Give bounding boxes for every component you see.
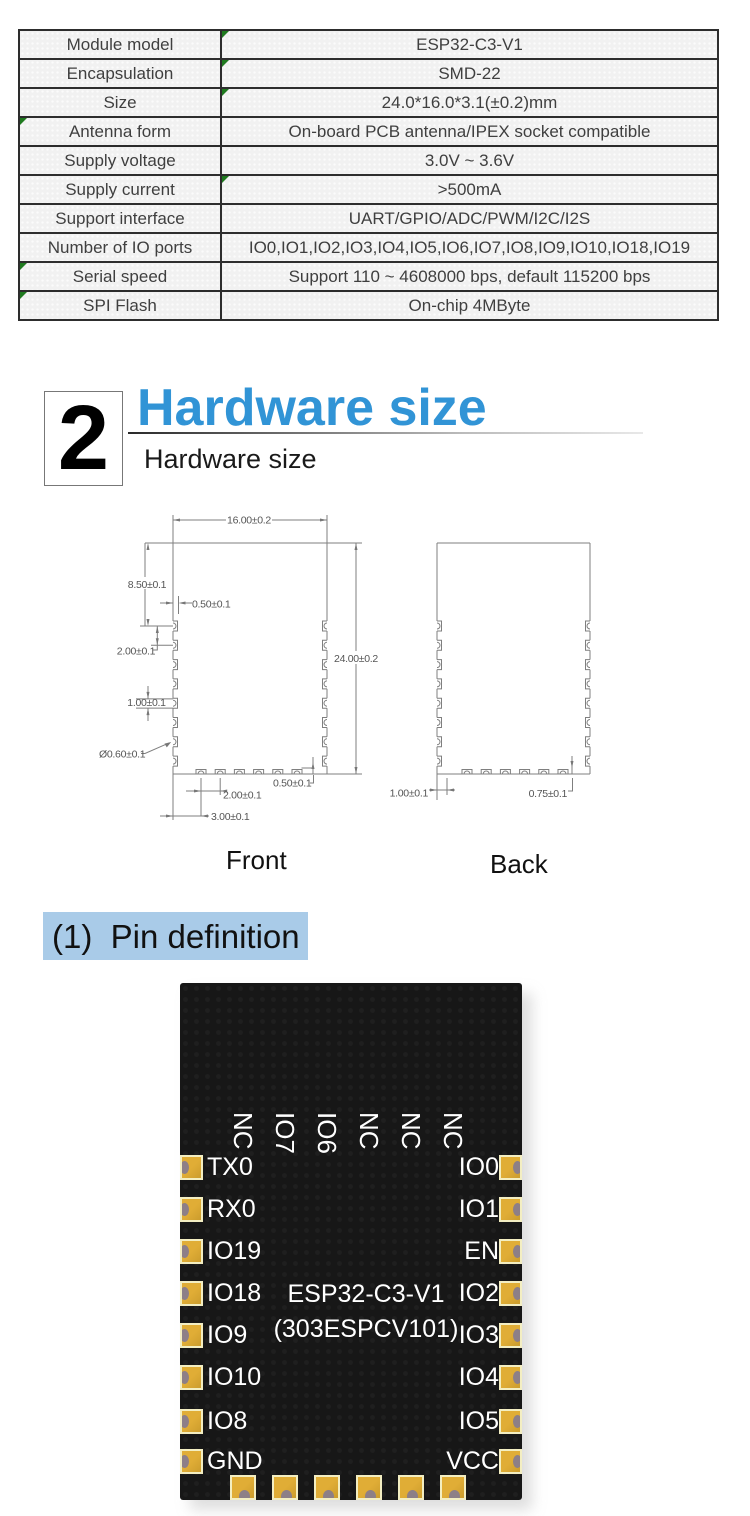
svg-text:0.75±0.1: 0.75±0.1 xyxy=(529,788,568,800)
svg-text:2.00±0.1: 2.00±0.1 xyxy=(117,646,156,658)
svg-text:3.00±0.1: 3.00±0.1 xyxy=(211,811,250,823)
svg-text:2.00±0.1: 2.00±0.1 xyxy=(223,790,262,802)
svg-text:1.00±0.1: 1.00±0.1 xyxy=(127,697,166,709)
svg-text:8.50±0.1: 8.50±0.1 xyxy=(128,579,167,591)
svg-text:0.50±0.1: 0.50±0.1 xyxy=(273,778,312,790)
svg-text:1.00±0.1: 1.00±0.1 xyxy=(390,788,429,800)
svg-text:24.00±0.2: 24.00±0.2 xyxy=(334,653,378,665)
svg-text:16.00±0.2: 16.00±0.2 xyxy=(227,515,271,527)
svg-text:Ø0.60±0.1: Ø0.60±0.1 xyxy=(99,749,146,761)
svg-text:0.50±0.1: 0.50±0.1 xyxy=(192,599,231,611)
